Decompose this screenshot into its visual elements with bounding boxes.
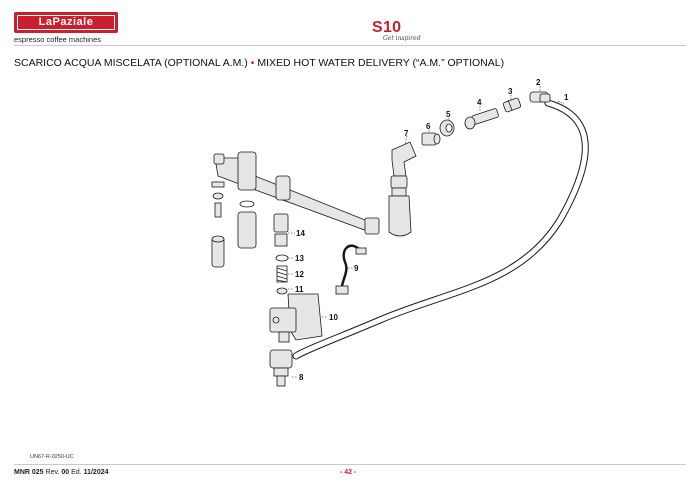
elbow-part-2 bbox=[529, 91, 551, 103]
callout-2: 2 bbox=[536, 78, 541, 87]
callout-9: 9 bbox=[354, 264, 359, 273]
page-number: - 42 - bbox=[340, 469, 357, 476]
left-side-parts bbox=[211, 181, 257, 268]
footer-divider bbox=[14, 464, 686, 465]
rev-value: 00 bbox=[61, 469, 70, 476]
spring-part-12 bbox=[276, 265, 288, 283]
connector-part-3 bbox=[502, 97, 522, 113]
callout-8: 8 bbox=[299, 373, 304, 382]
title-italian: SCARICO ACQUA MISCELATA (OPTIONAL A.M.) bbox=[14, 57, 248, 69]
callout-13: 13 bbox=[295, 254, 304, 263]
callout-10: 10 bbox=[329, 313, 338, 322]
doc-id: MNR 025 bbox=[14, 469, 44, 476]
nut-part-5 bbox=[439, 119, 455, 137]
nipple-part-6 bbox=[421, 132, 441, 146]
callout-3: 3 bbox=[508, 87, 513, 96]
brand-logo: LaPaziale bbox=[14, 12, 118, 33]
page-title: SCARICO ACQUA MISCELATA (OPTIONAL A.M.) … bbox=[14, 57, 504, 69]
fitting-part-14 bbox=[273, 213, 289, 247]
elbow-part-7 bbox=[388, 141, 417, 237]
brand-tagline: espresso coffee machines bbox=[14, 35, 101, 44]
ed-label: Ed. bbox=[71, 469, 82, 476]
title-bullet: • bbox=[250, 57, 255, 69]
title-english: MIXED HOT WATER DELIVERY (“A.M.” OPTIONA… bbox=[257, 57, 505, 69]
header-divider bbox=[14, 45, 686, 46]
oring-part-13 bbox=[275, 254, 289, 262]
ed-value: 11/2024 bbox=[83, 469, 109, 476]
callout-5: 5 bbox=[446, 110, 451, 119]
manifold-assembly bbox=[213, 151, 380, 235]
document-revision: MNR 025 Rev. 00 Ed. 11/2024 bbox=[14, 469, 109, 476]
callout-6: 6 bbox=[426, 122, 431, 131]
hose-part-1 bbox=[292, 99, 589, 360]
callout-11: 11 bbox=[295, 285, 304, 294]
callouts bbox=[288, 86, 565, 378]
cable-part-9 bbox=[335, 244, 367, 295]
washer-part-11 bbox=[276, 287, 288, 295]
fitting-part-4 bbox=[464, 108, 499, 130]
brand-logo-text: LaPaziale bbox=[17, 15, 115, 30]
callout-4: 4 bbox=[477, 98, 482, 107]
callout-7: 7 bbox=[404, 129, 409, 138]
callout-1: 1 bbox=[564, 93, 569, 102]
callout-labels: 1 2 3 4 5 6 7 8 9 10 11 12 13 14 bbox=[295, 78, 569, 382]
model-slogan: Get inspired bbox=[383, 35, 421, 42]
rev-label: Rev. bbox=[45, 469, 60, 476]
callout-14: 14 bbox=[296, 229, 305, 238]
drawing-code: UN67-R-0250-UC bbox=[30, 454, 74, 460]
fitting-part-8 bbox=[269, 349, 293, 387]
callout-12: 12 bbox=[295, 270, 304, 279]
solenoid-valve-part-10 bbox=[269, 293, 323, 343]
model-name: S10 bbox=[372, 19, 402, 36]
